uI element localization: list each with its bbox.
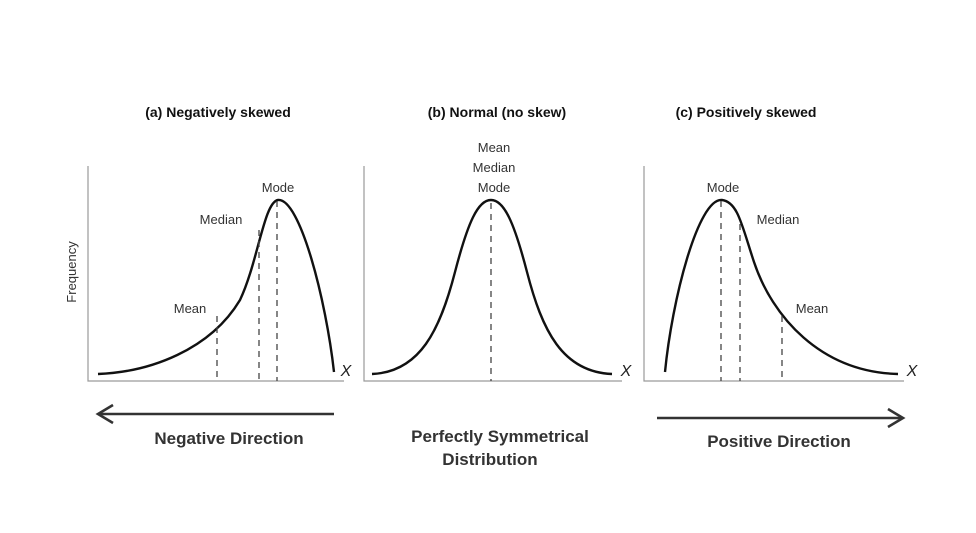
- panel-b-axes: [363, 166, 622, 382]
- panel-c-title: (c) Positively skewed: [676, 104, 817, 120]
- panel-c-axes: [643, 166, 904, 382]
- symmetrical-caption-line1: Perfectly Symmetrical: [411, 427, 589, 446]
- panel-b: Mean Median Mode X Perfectly Symmetrical…: [363, 140, 633, 469]
- panel-a-mode-label: Mode: [262, 180, 295, 195]
- panel-a-mean-label: Mean: [174, 301, 207, 316]
- panel-c-curve: [663, 198, 899, 376]
- y-axis-label: Frequency: [64, 241, 79, 303]
- panel-c-mode-label: Mode: [707, 180, 740, 195]
- positive-direction-arrowhead: [887, 407, 906, 429]
- panel-b-median-label: Median: [473, 160, 516, 175]
- positive-direction-label: Positive Direction: [707, 432, 851, 451]
- symmetrical-caption-line2: Distribution: [442, 450, 537, 469]
- panel-c-mean-label: Mean: [796, 301, 829, 316]
- panel-b-mode-label: Mode: [478, 180, 511, 195]
- panel-b-title: (b) Normal (no skew): [428, 104, 566, 120]
- negative-direction-label: Negative Direction: [154, 429, 303, 448]
- panel-b-curve: [371, 198, 613, 376]
- panel-a-x-symbol: X: [340, 363, 353, 380]
- negative-direction-arrowhead: [95, 403, 114, 425]
- panel-a-median-label: Median: [200, 212, 243, 227]
- panel-a-axes: [87, 166, 344, 382]
- panel-a-title: (a) Negatively skewed: [145, 104, 291, 120]
- panel-a: Mode Median Mean X Negative Direction: [87, 166, 353, 448]
- panel-c-x-symbol: X: [906, 363, 919, 380]
- panel-b-x-symbol: X: [620, 363, 633, 380]
- panel-a-curve: [97, 198, 336, 376]
- panel-b-mean-label: Mean: [478, 140, 511, 155]
- panel-c: Mode Median Mean X Positive Direction: [643, 166, 919, 451]
- panel-c-median-label: Median: [757, 212, 800, 227]
